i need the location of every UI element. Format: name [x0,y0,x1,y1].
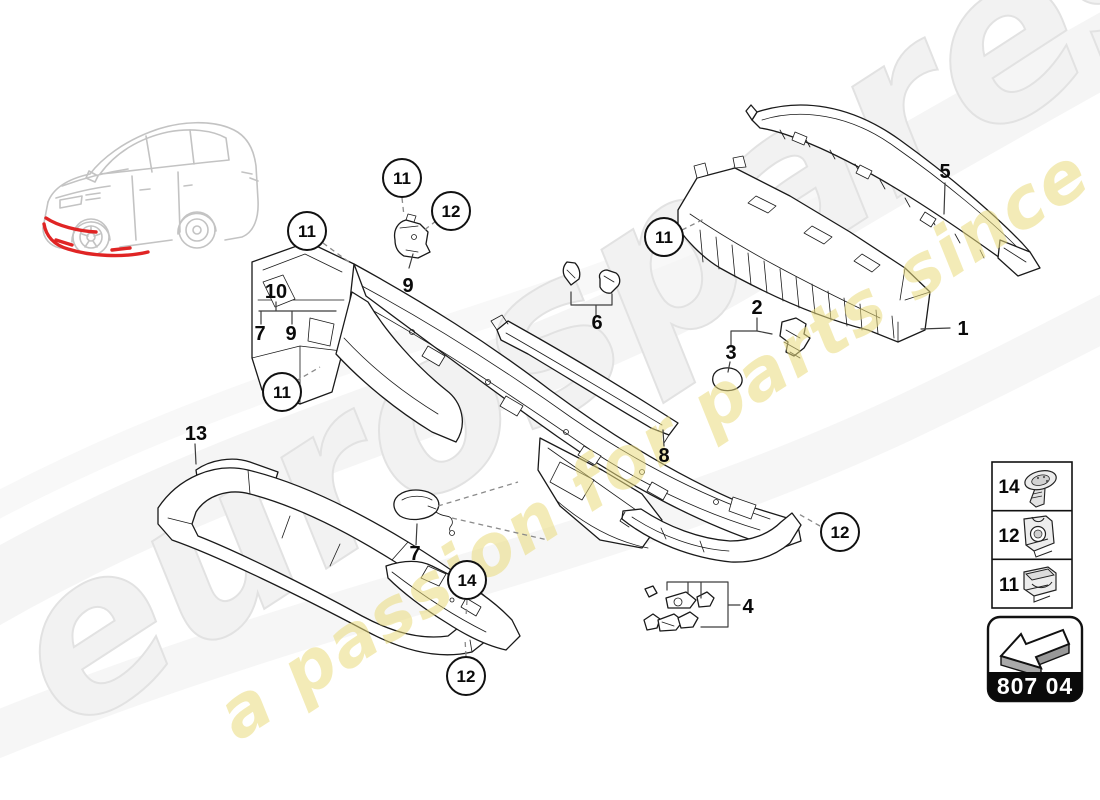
left-corner-trim-drawing [385,560,521,651]
part-number-label: 7 [409,543,420,565]
part-9-bracket-drawing [393,213,431,259]
part-5-mounting-strip-drawing [745,104,1041,277]
part-2-clip-drawing [779,317,811,359]
vehicle-thumbnail [42,121,259,258]
callout-number: 11 [273,383,291,402]
part-number-label: 13 [185,423,207,445]
part-number-label: 7 [254,323,265,345]
leader-lines [194,182,951,628]
part-8-reinforcement-strip-drawing [490,314,679,444]
circled-callout: 12 [431,191,471,231]
part-number-label: 6 [591,312,602,334]
spring-clip-icon [1023,566,1057,603]
callout-number: 12 [831,523,850,542]
circled-callout: 11 [644,217,684,257]
circled-callout: 11 [287,211,327,251]
diagram-code-text: 807 04 [997,673,1073,699]
part-6-clips-drawing [562,261,621,294]
front-wheel [72,218,110,256]
part-number-label: 5 [939,161,950,183]
dashed-callout-lines [295,197,821,657]
rear-wheel [178,211,216,249]
part-1-energy-absorber-drawing [677,155,931,343]
plain-callout-labels: 5 1 2 3 6 8 9 13 7 4 10 7 9 [185,161,969,618]
highlighted-front-bumper [42,216,150,258]
part-number-label: 1 [957,318,968,340]
circled-callout: 11 [382,158,422,198]
part-number-label: 10 [265,281,287,303]
callout-number: 14 [458,571,477,590]
callout-number: 11 [393,169,411,188]
legend-number: 11 [999,575,1020,596]
part-number-label: 9 [402,275,413,297]
part-4-fastener-kit-drawing [643,585,715,632]
circled-callout: 12 [820,512,860,552]
right-corner-trim-drawing [619,508,802,563]
part-number-label: 9 [285,323,296,345]
part-number-label: 2 [751,297,762,319]
callout-number: 11 [298,222,316,241]
part-number-label: 3 [725,342,736,364]
part-7-tow-hook-cover-drawing [393,489,455,536]
part-number-label: 4 [742,596,754,618]
circled-callout: 12 [446,656,486,696]
circled-callout: 14 [447,560,487,600]
diagram-code-badge: 807 04 [986,615,1084,703]
fastener-legend: 14 12 11 [991,461,1073,609]
torx-screw-icon [1024,470,1057,508]
callout-number: 12 [442,202,461,221]
legend-number: 14 [998,477,1020,498]
callout-number: 11 [655,228,673,247]
clip-nut-icon [1023,515,1055,558]
direction-arrow-icon [999,628,1071,678]
circled-callout: 11 [262,372,302,412]
part-number-label: 8 [658,445,669,467]
callout-number: 12 [457,667,476,686]
legend-number: 12 [998,526,1019,547]
